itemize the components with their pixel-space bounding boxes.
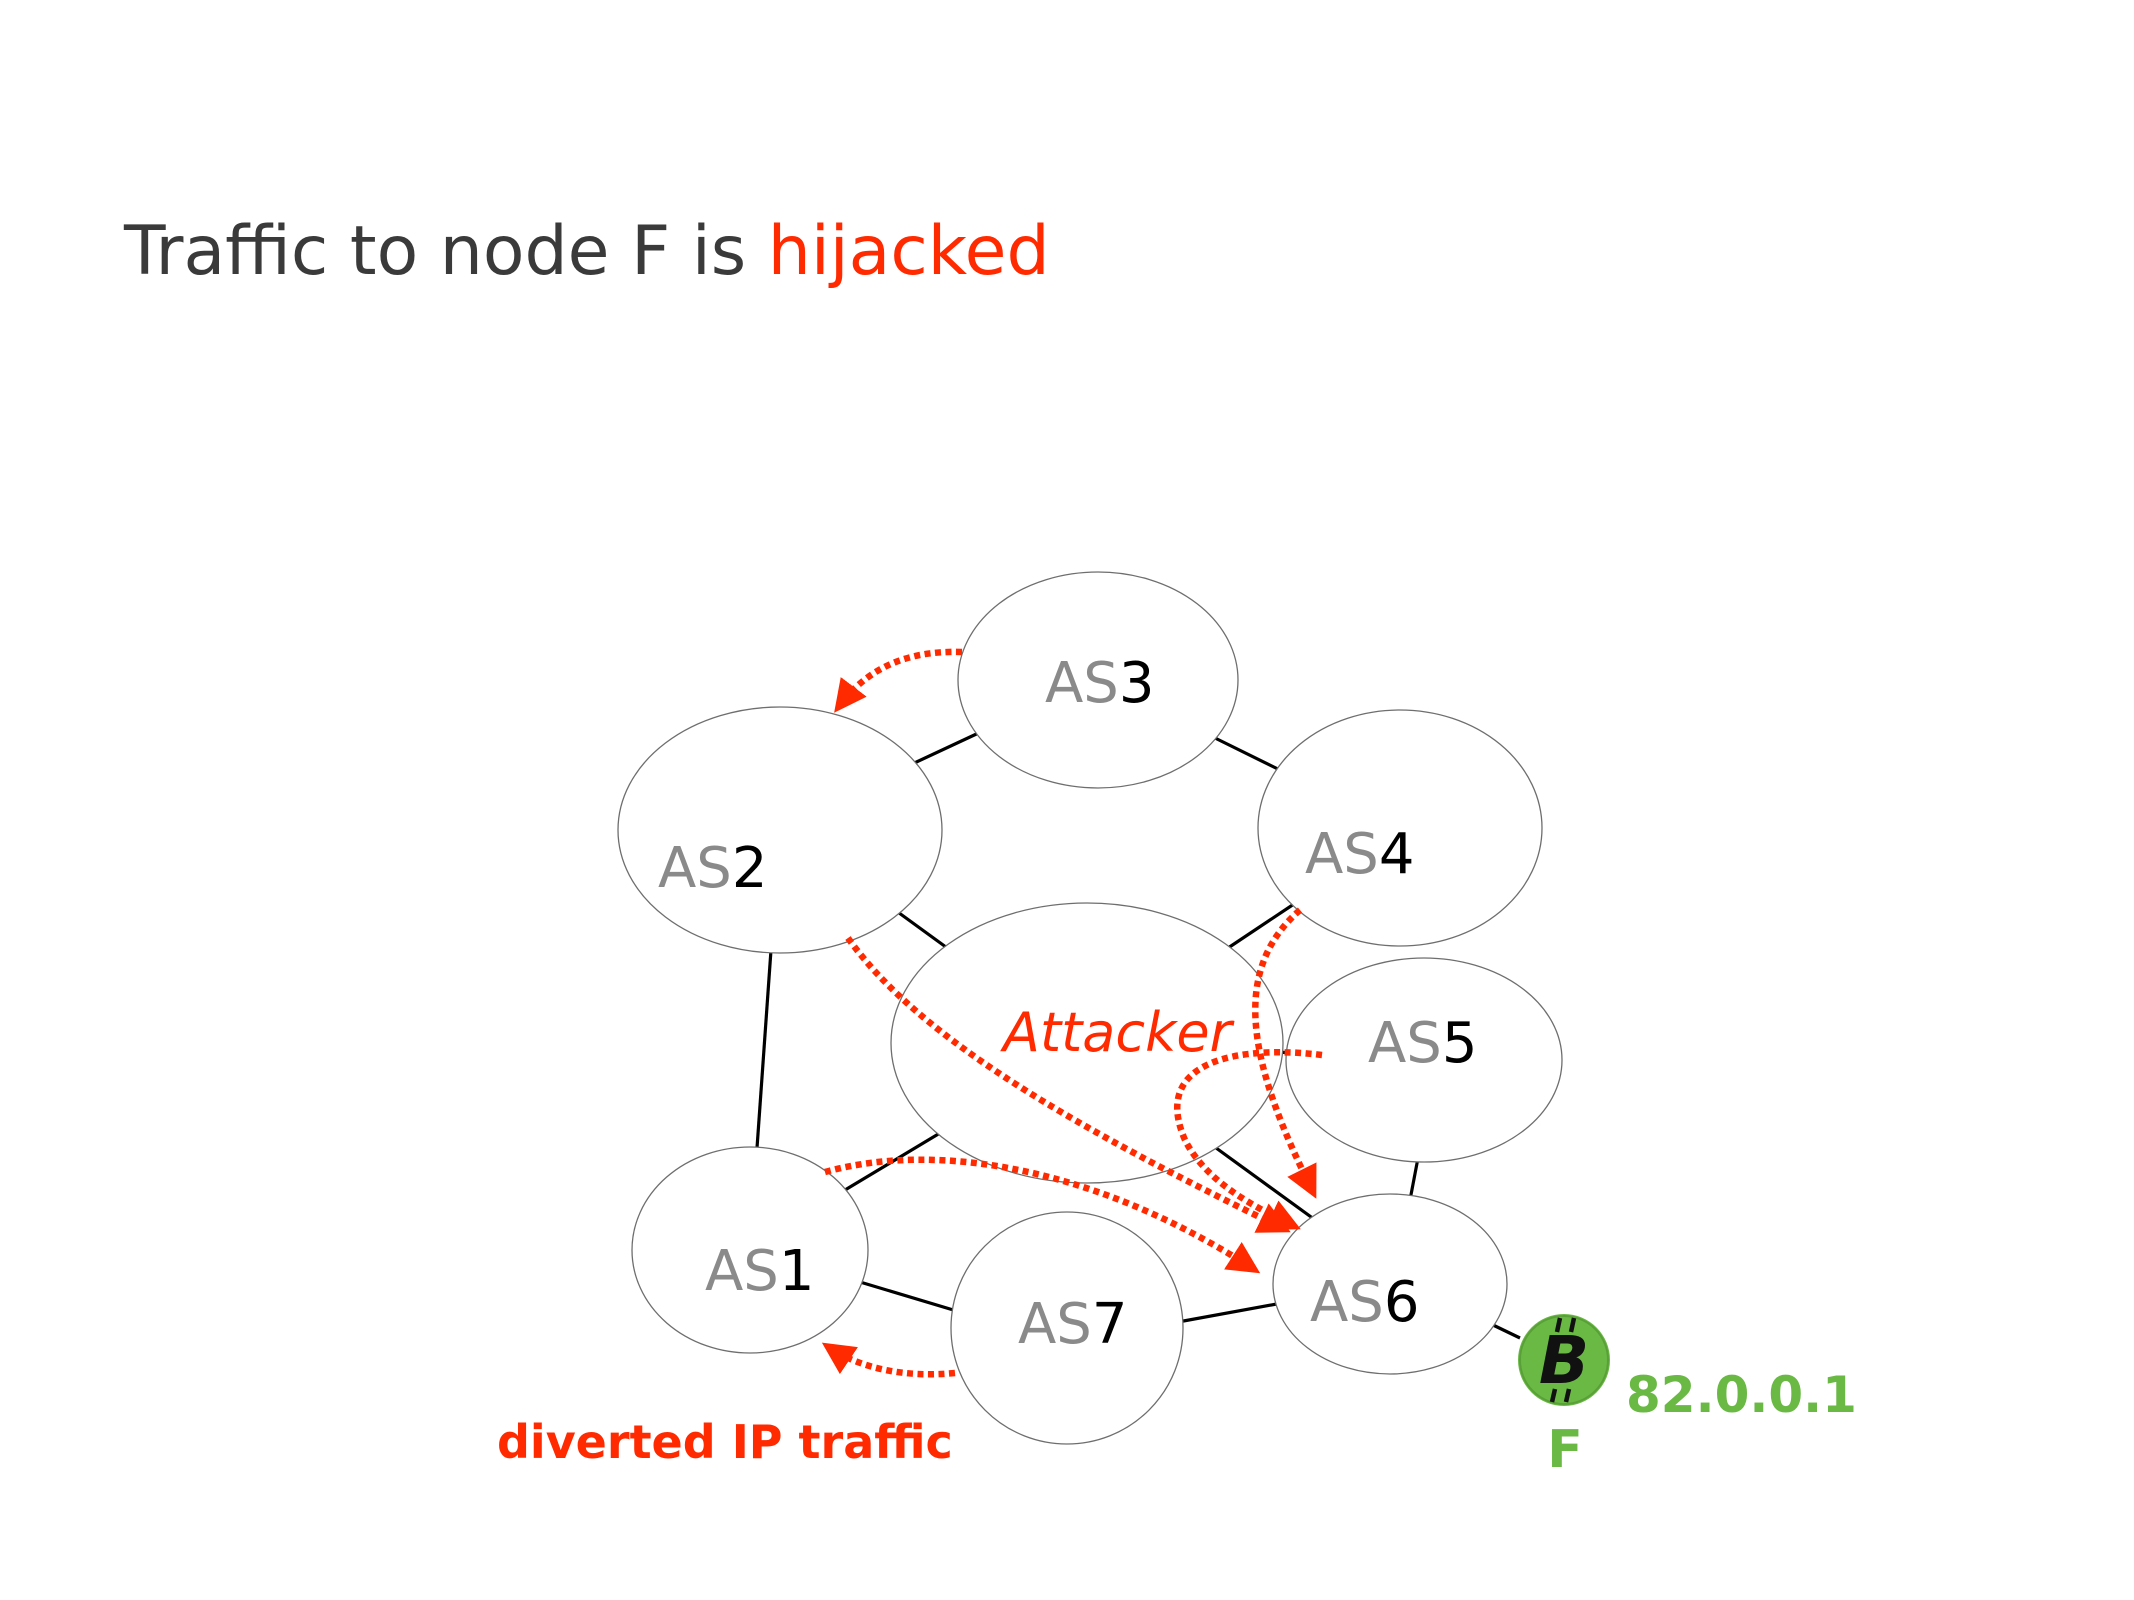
flow-as5-to-as6 — [1174, 1049, 1323, 1230]
flow-as1-to-as6 — [824, 1156, 1261, 1274]
as7-label: AS7 — [1018, 1292, 1128, 1357]
bitcoin-icon: B — [1518, 1314, 1610, 1406]
as6-label: AS6 — [1310, 1270, 1420, 1335]
node-f-name: F — [1547, 1420, 1583, 1480]
diverted-flows — [821, 648, 1323, 1378]
as1-label: AS1 — [705, 1239, 815, 1304]
as2-node: AS2 — [617, 706, 943, 954]
link-as5-as6 — [1408, 1157, 1420, 1201]
as4-node: AS4 — [1257, 709, 1543, 947]
as6-node: AS6 — [1272, 1193, 1508, 1375]
as4-label: AS4 — [1305, 822, 1415, 887]
link-as7-as6 — [1177, 1301, 1283, 1324]
as1-node: AS1 — [631, 1146, 869, 1354]
as3-ellipse — [957, 571, 1239, 789]
as7-node: AS7 — [950, 1211, 1184, 1445]
node-f-ip: 82.0.0.1 — [1626, 1366, 1857, 1424]
flow-as3-to-as2 — [834, 648, 963, 713]
node-f: B 82.0.0.1 F — [1518, 1314, 1857, 1480]
as7-ellipse — [950, 1211, 1184, 1445]
flow-as7-to-as1 — [821, 1342, 956, 1378]
attacker-label: Attacker — [1000, 1001, 1235, 1064]
link-as2-as3 — [909, 728, 986, 767]
as4-ellipse — [1257, 709, 1543, 947]
slide-title-highlight: hijacked — [767, 212, 1050, 291]
as5-label: AS5 — [1368, 1011, 1478, 1076]
slide-title-prefix: Traffic to node F is — [124, 212, 768, 291]
as6-ellipse — [1272, 1193, 1508, 1375]
link-as2-attacker — [894, 908, 951, 952]
as5-node: AS5 — [1285, 957, 1563, 1163]
attacker-ellipse — [890, 902, 1284, 1184]
svg-text:B: B — [1539, 1322, 1589, 1399]
as2-label: AS2 — [658, 836, 768, 901]
link-attacker-as6 — [1211, 1143, 1319, 1224]
as3-node: AS3 — [957, 571, 1239, 789]
flow-as4-to-as6 — [1252, 907, 1317, 1199]
slide-title: Traffic to node F is hijacked — [124, 212, 1050, 292]
link-as1-as7 — [859, 1280, 961, 1314]
diverted-traffic-label: diverted IP traffic — [497, 1415, 953, 1469]
link-as2-as1 — [755, 949, 773, 1149]
link-as4-attacker — [1224, 898, 1301, 952]
flow-as2-to-as6 — [845, 936, 1291, 1233]
as1-ellipse — [631, 1146, 869, 1354]
as2-ellipse — [617, 706, 943, 954]
as3-label: AS3 — [1045, 651, 1155, 716]
as5-ellipse — [1285, 957, 1563, 1163]
link-as6-node-f — [1492, 1323, 1521, 1340]
attacker-node: Attacker — [890, 902, 1284, 1184]
